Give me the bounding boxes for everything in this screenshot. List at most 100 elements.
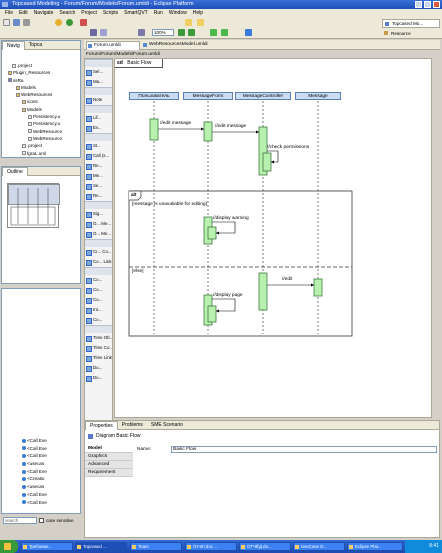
- palette-item[interactable]: O... Me...: [85, 229, 112, 239]
- palette-item[interactable]: Call (s...: [85, 151, 112, 161]
- palette-item[interactable]: Du...: [85, 373, 112, 383]
- properties-side-tab[interactable]: Model: [85, 445, 133, 453]
- zoom-out-icon[interactable]: [188, 29, 195, 36]
- taskbar-task[interactable]: ОТЧЁД.do...: [239, 542, 291, 551]
- tree-item[interactable]: WebResources: [2, 91, 80, 98]
- model-tree-item[interactable]: <usecas: [22, 483, 47, 491]
- menu-item[interactable]: Help: [192, 10, 204, 16]
- tree-item[interactable]: .project: [2, 62, 80, 69]
- palette-item[interactable]: O... Me...: [85, 219, 112, 229]
- menu-item[interactable]: Edit: [19, 10, 28, 16]
- model-tree-item[interactable]: <Creatio: [22, 475, 47, 483]
- perspective-topcased[interactable]: Topcased Mo...: [382, 19, 440, 28]
- alt-fragment[interactable]: [128, 190, 353, 337]
- model-tree-item[interactable]: <usecas: [22, 460, 47, 468]
- taskbar-task[interactable]: Отчёт.doc ...: [185, 542, 237, 551]
- arrow-up-icon[interactable]: [210, 29, 217, 36]
- model-tree-item[interactable]: <Call Eve: [22, 468, 47, 476]
- palette-group-header[interactable]: [85, 201, 112, 209]
- palette-item[interactable]: Co...: [85, 315, 112, 325]
- tree-item[interactable]: Persistency.u: [2, 120, 80, 127]
- model-tree-item[interactable]: <Call Eve: [22, 452, 47, 460]
- save-icon[interactable]: [13, 19, 20, 26]
- bottom-tab[interactable]: Properties: [85, 420, 118, 430]
- zoom-in-icon[interactable]: [178, 29, 185, 36]
- palette-group-header[interactable]: [85, 325, 112, 333]
- taskbar-task[interactable]: UseCase D...: [293, 542, 345, 551]
- tab-topcased[interactable]: Topca: [28, 41, 43, 48]
- self-message-arrow[interactable]: [212, 221, 236, 235]
- palette-item[interactable]: Note: [85, 95, 112, 105]
- taskbar-task[interactable]: Eclipse Plat...: [347, 542, 403, 551]
- search-input[interactable]: search: [3, 517, 37, 524]
- tree-item[interactable]: Plugin_Resources: [2, 69, 80, 76]
- palette-group-header[interactable]: [85, 133, 112, 141]
- menu-item[interactable]: File: [5, 10, 14, 16]
- lifeline-messageform[interactable]: MessageForm: [183, 92, 233, 100]
- palette-item[interactable]: Co...: [85, 275, 112, 285]
- activation-bar[interactable]: [207, 226, 217, 240]
- lifeline-user[interactable]: Пользователь: [129, 92, 179, 100]
- close-button[interactable]: [433, 1, 440, 8]
- menu-item[interactable]: Project: [81, 10, 97, 16]
- menu-item[interactable]: Search: [59, 10, 76, 16]
- minimize-button[interactable]: [415, 1, 422, 8]
- tree-item[interactable]: fgraL.uml: [2, 150, 80, 157]
- bottom-tab[interactable]: SME Scenario: [150, 421, 183, 428]
- activation-bar[interactable]: [258, 272, 268, 311]
- arrow-down-icon[interactable]: [221, 29, 228, 36]
- properties-side-tab[interactable]: Advanced: [85, 461, 133, 469]
- properties-side-tab[interactable]: Graphics: [85, 453, 133, 461]
- tree-item[interactable]: WebResource: [2, 135, 80, 142]
- taskbar-task[interactable]: Team: [130, 542, 182, 551]
- activation-bar[interactable]: [149, 118, 159, 141]
- editor-tab-webresources[interactable]: WebResourcesModel.umldi: [142, 41, 234, 50]
- palette-item[interactable]: Time Ob...: [85, 333, 112, 343]
- menu-item[interactable]: Scripts: [102, 10, 119, 16]
- editor-tab-forum[interactable]: Forum.umldi: [86, 41, 140, 50]
- tab-navigator[interactable]: Navig: [2, 40, 25, 50]
- forward-icon[interactable]: [197, 19, 204, 26]
- case-sensitive-checkbox[interactable]: [39, 518, 44, 523]
- lifeline-messagecontroller[interactable]: MessageController: [235, 92, 291, 100]
- search-icon[interactable]: [55, 19, 62, 26]
- menu-item[interactable]: Navigate: [33, 10, 54, 16]
- start-button[interactable]: [0, 540, 18, 553]
- lifeline-message[interactable]: Message: [295, 92, 341, 100]
- print-icon[interactable]: [23, 19, 30, 26]
- palette-group-header[interactable]: [85, 267, 112, 275]
- tree-item[interactable]: Models: [2, 84, 80, 91]
- self-message-arrow[interactable]: [212, 298, 236, 313]
- palette-item[interactable]: St...: [85, 141, 112, 151]
- tree-item[interactable]: Models: [2, 106, 80, 113]
- activation-bar[interactable]: [262, 152, 272, 172]
- palette-item[interactable]: Du...: [85, 363, 112, 373]
- tree-item[interactable]: Persistency.u: [2, 113, 80, 120]
- taskbar-task[interactable]: Требован...: [21, 542, 73, 551]
- maximize-button[interactable]: [424, 1, 431, 8]
- check-icon[interactable]: [245, 29, 252, 36]
- palette-item[interactable]: Co... Link: [85, 257, 112, 267]
- model-tree-item[interactable]: <Call Eve: [22, 499, 47, 507]
- menu-item[interactable]: Run: [153, 10, 163, 16]
- model-tree-item[interactable]: <Call Eve: [22, 445, 47, 453]
- tree-item[interactable]: icons: [2, 98, 80, 105]
- palette-item[interactable]: Lif...: [85, 113, 112, 123]
- palette-item[interactable]: Co...: [85, 295, 112, 305]
- palette-item[interactable]: Time Co...: [85, 343, 112, 353]
- palette-item[interactable]: Re...: [85, 191, 112, 201]
- activation-bar[interactable]: [313, 278, 323, 297]
- bottom-tab[interactable]: Problems: [121, 421, 143, 428]
- palette-item[interactable]: Ma...: [85, 77, 112, 87]
- taskbar-task[interactable]: Topcased ...: [75, 542, 127, 551]
- palette-item[interactable]: Co...: [85, 285, 112, 295]
- palette-group-header[interactable]: [85, 239, 112, 247]
- back-icon[interactable]: [185, 19, 192, 26]
- select-icon[interactable]: [100, 29, 107, 36]
- palette-item[interactable]: Sig...: [85, 209, 112, 219]
- activation-bar[interactable]: [203, 121, 213, 142]
- palette-item[interactable]: Int...: [85, 305, 112, 315]
- name-field[interactable]: Basic Flow: [171, 446, 437, 453]
- palette-group-header[interactable]: [85, 87, 112, 95]
- model-tree-item[interactable]: <Call Eve: [22, 437, 47, 445]
